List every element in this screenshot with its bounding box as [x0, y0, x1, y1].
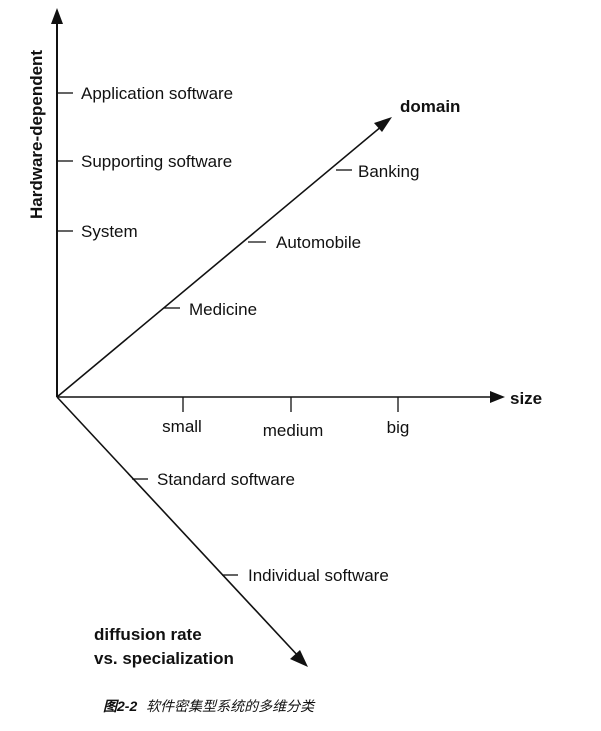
domain-tick-label-medicine: Medicine — [189, 300, 257, 319]
vertical-tick-label-application: Application software — [81, 84, 233, 103]
diffusion-axis-arrowhead — [290, 650, 308, 667]
size-tick-label-medium: medium — [263, 421, 323, 440]
size-tick-label-big: big — [387, 418, 410, 437]
diffusion-axis-line — [56, 396, 301, 659]
diffusion-axis-title-line1: diffusion rate — [94, 625, 202, 644]
figure-caption: 图2-2 软件密集型系统的多维分类 — [103, 698, 316, 714]
diffusion-tick-label-individual: Individual software — [248, 566, 389, 585]
size-axis: size small medium big — [57, 389, 542, 440]
diffusion-axis: diffusion rate vs. specialization Standa… — [56, 396, 389, 668]
domain-axis-title: domain — [400, 97, 460, 116]
size-axis-arrowhead — [490, 391, 505, 403]
size-tick-label-small: small — [162, 417, 202, 436]
domain-axis: domain Banking Automobile Medicine — [56, 97, 460, 398]
domain-axis-line — [56, 125, 383, 398]
domain-tick-label-automobile: Automobile — [276, 233, 361, 252]
domain-tick-label-banking: Banking — [358, 162, 419, 181]
vertical-tick-label-supporting: Supporting software — [81, 152, 232, 171]
vertical-axis: Hardware-dependent Application software … — [27, 8, 233, 397]
diffusion-tick-label-standard: Standard software — [157, 470, 295, 489]
vertical-axis-title: Hardware-dependent — [27, 50, 46, 219]
figure-caption-number: 图2-2 — [103, 698, 137, 714]
vertical-axis-arrowhead — [51, 8, 63, 24]
vertical-tick-label-system: System — [81, 222, 138, 241]
diffusion-axis-title-line2: vs. specialization — [94, 649, 234, 668]
size-axis-title: size — [510, 389, 542, 408]
figure-caption-text: 软件密集型系统的多维分类 — [146, 698, 316, 714]
domain-axis-arrowhead — [374, 117, 392, 132]
